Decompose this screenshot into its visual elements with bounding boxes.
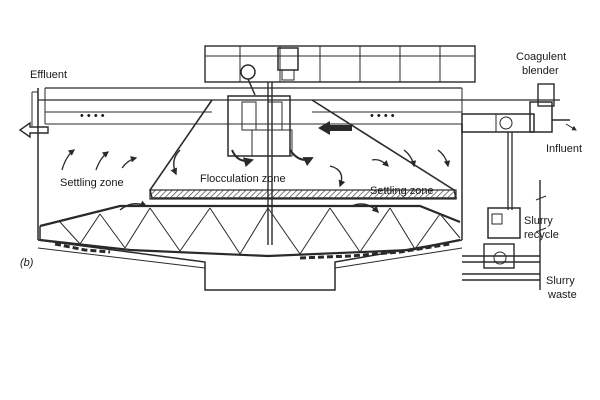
slurry-recycle-label-1: Slurry <box>524 215 553 227</box>
flocculation-cone <box>149 82 458 245</box>
influent-arrow-icon <box>318 121 352 135</box>
influent-pipe <box>461 83 577 133</box>
effluent-label: Effluent <box>30 69 67 81</box>
scraper-truss <box>39 204 461 260</box>
basin-top-lines: • • • • • • • • <box>38 87 560 125</box>
coagulent-label: Coagulent <box>516 51 566 63</box>
slurry-piping <box>462 132 547 290</box>
slurry-recycle-label-2: recycle <box>524 229 559 241</box>
blender-label: blender <box>522 65 559 77</box>
motor-icon <box>240 47 299 96</box>
slurry-waste-label-1: Slurry <box>546 275 575 287</box>
flocculation-zone-label: Flocculation zone <box>200 173 286 185</box>
settling-zone-right-label: Settling zone <box>370 185 434 197</box>
influent-label: Influent <box>546 143 582 155</box>
curved-arrow-icon <box>61 149 451 213</box>
svg-text:• • • •: • • • • <box>370 110 395 122</box>
walkway-bridge <box>204 45 476 83</box>
panel-label: (b) <box>20 257 34 269</box>
settling-zone-left-label: Settling zone <box>60 177 124 189</box>
svg-text:• • • •: • • • • <box>80 110 105 122</box>
arrow-left-icon <box>18 91 49 139</box>
slurry-waste-label-2: waste <box>547 289 577 301</box>
basin-outline <box>37 88 463 291</box>
